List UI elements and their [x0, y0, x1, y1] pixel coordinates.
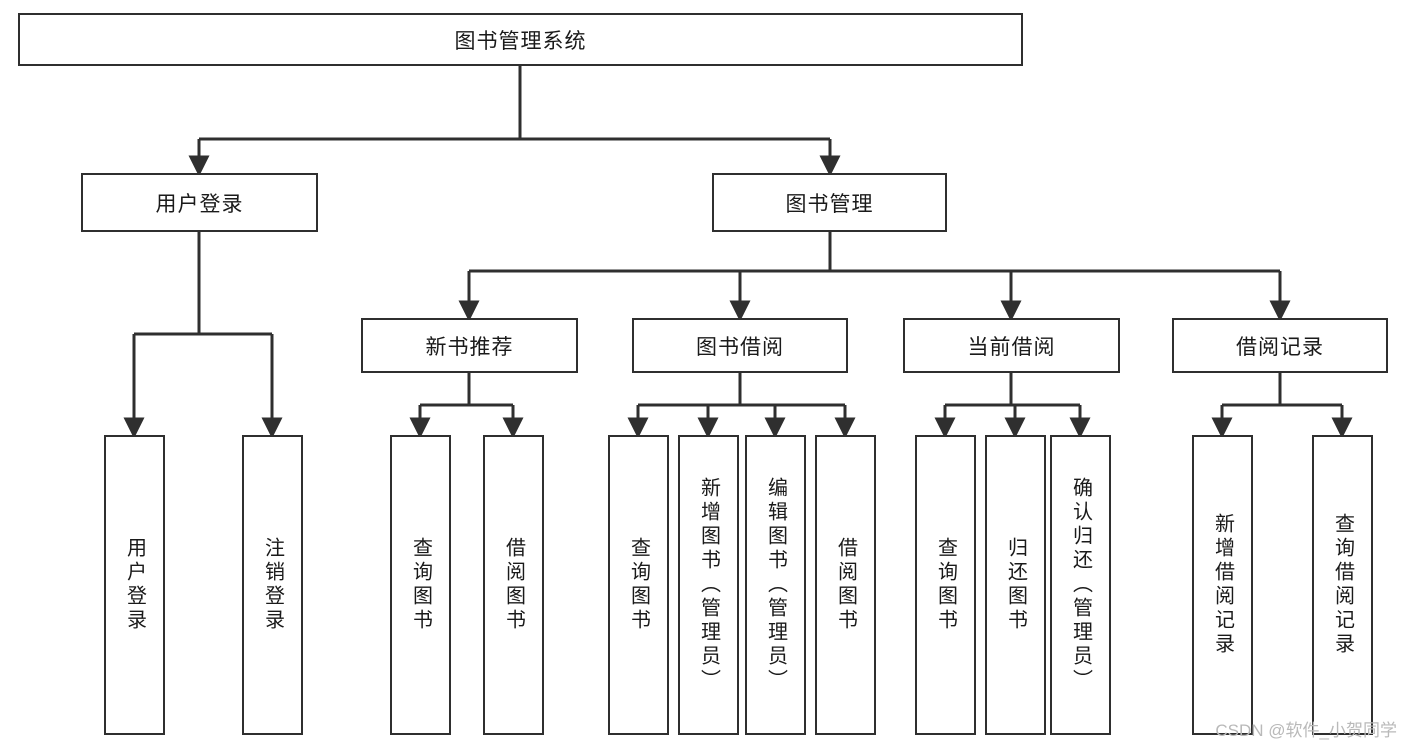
node-user-login-label: 用户登录: [155, 192, 244, 216]
node-new-book-recommend[interactable]: 新书推荐: [361, 318, 578, 373]
node-new-book-recommend-label: 新书推荐: [425, 335, 514, 359]
node-current-borrow-label: 当前借阅: [967, 335, 1056, 359]
leaf-query-borrow-record[interactable]: 查询借阅记录: [1312, 435, 1373, 735]
leaf-borrow-book-newbook-label: 借阅图书: [502, 537, 525, 633]
leaf-add-borrow-record-label: 新增借阅记录: [1211, 513, 1234, 657]
leaf-return-book-label: 归还图书: [1004, 537, 1027, 633]
node-borrow-record[interactable]: 借阅记录: [1172, 318, 1388, 373]
leaf-logout[interactable]: 注销登录: [242, 435, 303, 735]
node-book-management-label: 图书管理: [785, 192, 874, 216]
node-book-borrow-label: 图书借阅: [696, 335, 784, 359]
node-current-borrow[interactable]: 当前借阅: [903, 318, 1120, 373]
leaf-query-book-newbook-label: 查询图书: [409, 537, 432, 633]
leaf-query-book-newbook[interactable]: 查询图书: [390, 435, 451, 735]
leaf-query-book-current-label: 查询图书: [934, 537, 957, 633]
leaf-user-login-label: 用户登录: [123, 537, 146, 633]
leaf-query-book-current[interactable]: 查询图书: [915, 435, 976, 735]
leaf-user-login[interactable]: 用户登录: [104, 435, 165, 735]
node-book-management[interactable]: 图书管理: [712, 173, 947, 232]
leaf-edit-book-admin[interactable]: 编辑图书（管理员）: [745, 435, 806, 735]
leaf-query-borrow-record-label: 查询借阅记录: [1331, 513, 1354, 657]
leaf-add-borrow-record[interactable]: 新增借阅记录: [1192, 435, 1253, 735]
leaf-query-book-borrow-label: 查询图书: [627, 537, 650, 633]
node-borrow-record-label: 借阅记录: [1236, 335, 1324, 359]
leaf-edit-book-admin-label: 编辑图书（管理员）: [764, 477, 787, 693]
node-user-login[interactable]: 用户登录: [81, 173, 318, 232]
leaf-confirm-return-admin-label: 确认归还（管理员）: [1069, 477, 1092, 693]
leaf-return-book[interactable]: 归还图书: [985, 435, 1046, 735]
leaf-logout-label: 注销登录: [261, 537, 284, 633]
leaf-borrow-book-label: 借阅图书: [834, 537, 857, 633]
node-root[interactable]: 图书管理系统: [18, 13, 1023, 66]
leaf-add-book-admin-label: 新增图书（管理员）: [697, 477, 720, 693]
node-root-label: 图书管理系统: [454, 29, 587, 53]
leaf-query-book-borrow[interactable]: 查询图书: [608, 435, 669, 735]
leaf-borrow-book-newbook[interactable]: 借阅图书: [483, 435, 544, 735]
csdn-watermark: CSDN @软件_小贺同学: [1215, 721, 1397, 740]
leaf-confirm-return-admin[interactable]: 确认归还（管理员）: [1050, 435, 1111, 735]
node-book-borrow[interactable]: 图书借阅: [632, 318, 848, 373]
leaf-borrow-book[interactable]: 借阅图书: [815, 435, 876, 735]
leaf-add-book-admin[interactable]: 新增图书（管理员）: [678, 435, 739, 735]
